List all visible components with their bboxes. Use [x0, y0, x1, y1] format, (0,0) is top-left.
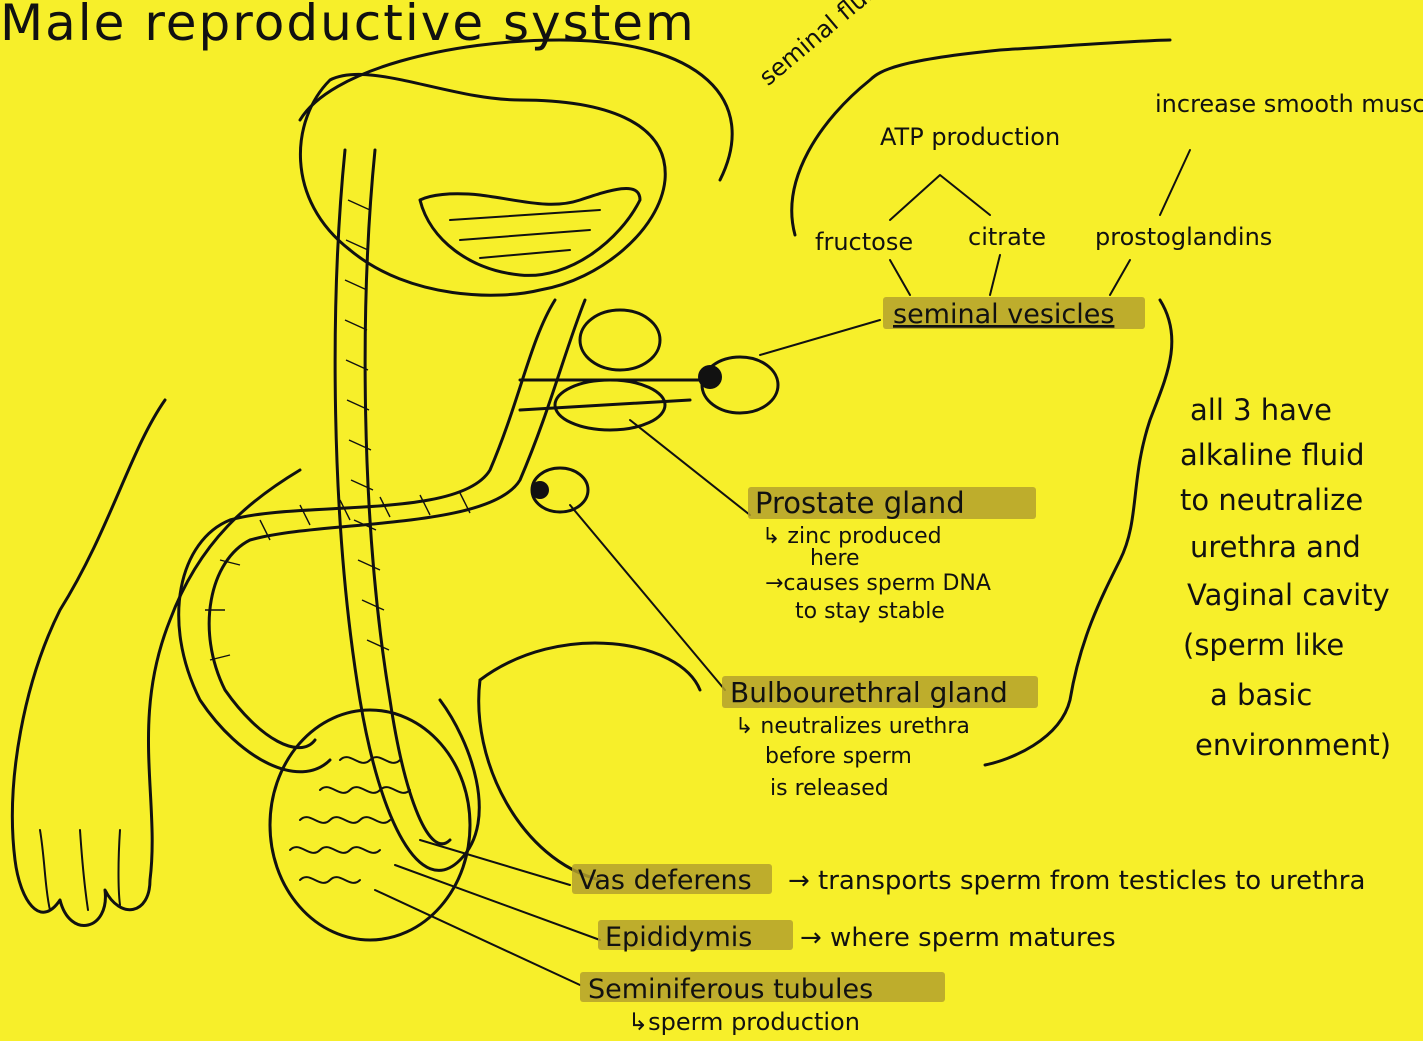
- leg-outline: [12, 400, 300, 925]
- label-prostate: Prostate gland ↳ zinc produced here →cau…: [748, 486, 1036, 624]
- label-seminiferous: Seminiferous tubules ↳sperm production: [580, 972, 945, 1036]
- vas-tube-outer: [335, 150, 479, 870]
- urethra-outer: [179, 300, 555, 772]
- label-bulbourethral: Bulbourethral gland ↳ neutralizes urethr…: [722, 676, 1038, 801]
- side-note-line-6: (sperm like: [1183, 628, 1344, 662]
- anatomy-drawing: [12, 40, 778, 940]
- bladder-outline: [300, 74, 665, 295]
- alkaline-side-note: all 3 have alkaline fluid to neutralize …: [1180, 393, 1391, 762]
- bulbourethral-note-3: is released: [770, 776, 889, 801]
- prostate-note-4: to stay stable: [795, 599, 945, 624]
- seminiferous-note: ↳sperm production: [628, 1008, 860, 1036]
- prostate-note-2: here: [810, 546, 860, 571]
- tubule-5: [340, 757, 400, 763]
- leader-seminiferous: [375, 890, 580, 985]
- label-vas-deferens: Vas deferens → transports sperm from tes…: [572, 864, 1365, 896]
- atp-production-label: ATP production: [880, 123, 1060, 151]
- bulbourethral-note-1: ↳ neutralizes urethra: [735, 714, 970, 739]
- side-note-line-5: Vaginal cavity: [1187, 578, 1390, 612]
- fructose-label: fructose: [815, 228, 913, 256]
- side-note-line-7: a basic: [1210, 678, 1312, 712]
- epididymis-note: → where sperm matures: [800, 923, 1116, 953]
- seminal-fluid-map: seminal fluid ATP production increase sm…: [754, 0, 1423, 295]
- side-note-line-4: urethra and: [1190, 530, 1361, 564]
- leader-bulbourethral: [570, 505, 725, 690]
- epididymis-label: Epididymis: [605, 922, 752, 953]
- seminiferous-label: Seminiferous tubules: [588, 974, 873, 1005]
- urethra-inner: [209, 300, 585, 748]
- tubule-4: [300, 877, 360, 883]
- increase-smooth-muscle-label: increase smooth muscle retraction: [1155, 90, 1423, 118]
- tubule-3: [290, 847, 380, 853]
- tubule-2: [300, 817, 390, 823]
- leader-vas-deferens: [420, 840, 570, 885]
- seminal-vesicle-left: [580, 310, 660, 370]
- bulbourethral-note-2: before sperm: [765, 744, 912, 769]
- side-note-line-8: environment): [1195, 728, 1391, 762]
- leader-prostate: [630, 420, 750, 515]
- prostaglandins-label: prostoglandins: [1095, 223, 1272, 251]
- leader-seminal-vesicles: [760, 320, 880, 355]
- map-connectors-lower: [890, 255, 1130, 295]
- prostate-label: Prostate gland: [755, 486, 965, 520]
- tubule-1: [320, 787, 410, 793]
- scrotum-outline: [479, 643, 700, 880]
- citrate-label: citrate: [968, 223, 1046, 251]
- vas-deferens-label: Vas deferens: [578, 865, 752, 896]
- seminal-vesicle-dot: [698, 365, 722, 389]
- vas-deferens-note: → transports sperm from testicles to ure…: [788, 866, 1365, 896]
- side-note-line-2: alkaline fluid: [1180, 438, 1365, 472]
- page-title: Male reproductive system: [0, 0, 696, 52]
- leader-epididymis: [395, 865, 600, 940]
- seminal-vesicles-label: seminal vesicles: [893, 299, 1114, 330]
- seminal-fluid-label: seminal fluid: [754, 0, 890, 91]
- prostate-note-3: →causes sperm DNA: [765, 571, 991, 596]
- label-epididymis: Epididymis → where sperm matures: [598, 920, 1116, 953]
- bulbourethral-label: Bulbourethral gland: [730, 676, 1008, 709]
- bulbourethral-dot: [531, 481, 549, 499]
- toe-lines: [40, 830, 120, 910]
- label-seminal-vesicles: seminal vesicles: [883, 297, 1145, 330]
- bladder-texture: [450, 210, 600, 258]
- side-note-line-3: to neutralize: [1180, 483, 1363, 517]
- map-connectors: [890, 150, 1190, 220]
- side-note-line-1: all 3 have: [1190, 393, 1332, 427]
- top-arc: [300, 40, 732, 180]
